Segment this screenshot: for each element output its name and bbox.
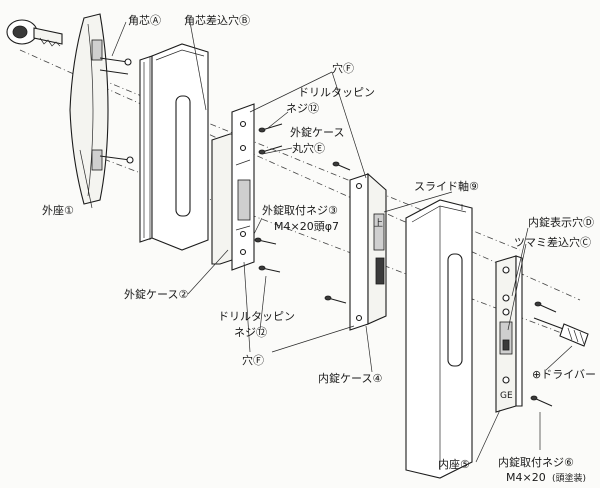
label-inner-mount-screw-note: (頭塗装) (552, 472, 586, 484)
label-outer-mount-screw: 外錠取付ネジ③ (262, 203, 338, 217)
key-illustration (6, 19, 63, 47)
svg-text:上: 上 (374, 218, 383, 229)
label-hole-f-bottom: 穴Ⓕ (242, 353, 264, 367)
inner-case-part: 上 (349, 172, 387, 331)
screws-group (254, 123, 351, 304)
label-outer-mount-screw-spec: M4×20頭φ7 (274, 220, 339, 233)
label-drill-screw-bottom-num: ネジ⑫ (234, 326, 267, 339)
label-inner-case: 内錠ケース④ (318, 371, 382, 385)
label-drill-screw-top: ドリルタッピン (298, 86, 375, 99)
inner-door-frame-profile (405, 199, 473, 479)
label-outer-seat: 外座① (42, 203, 74, 217)
label-outer-case: 外錠ケース② (124, 287, 188, 301)
label-driver: ⊕ドライバー (532, 368, 596, 381)
leader-lines (79, 21, 573, 463)
screwdriver-illustration (530, 301, 589, 407)
svg-text:GE: GE (500, 391, 513, 401)
label-outer-case-hole: 外錠ケース (290, 125, 344, 139)
label-kakushin: 角芯Ⓐ (128, 13, 161, 27)
label-kakushin-hole: 角芯差込穴Ⓑ (184, 13, 250, 27)
part-labels: 角芯Ⓐ 角芯差込穴Ⓑ 外座① 外錠ケース② 外錠取付ネジ③ M4×20頭φ7 ド… (42, 13, 596, 484)
label-outer-case-hole-e: 丸穴Ⓔ (292, 141, 325, 155)
inner-seat-part: GE (495, 255, 523, 413)
label-knob-hole: ツマミ差込穴Ⓒ (514, 235, 591, 249)
outer-case-part (211, 103, 255, 271)
label-drill-screw-top-num: ネジ⑫ (286, 102, 319, 115)
label-slide-shaft: スライド軸⑨ (414, 179, 479, 193)
label-inner-seat: 内座⑤ (438, 457, 470, 471)
label-hole-f-top: 穴Ⓕ (332, 61, 354, 75)
label-drill-screw-bottom: ドリルタッピン (218, 310, 295, 323)
outer-seat-part (69, 13, 134, 205)
door-frame-profile (139, 43, 209, 251)
label-indicator-hole: 内錠表示穴Ⓓ (528, 215, 594, 229)
label-inner-mount-screw-spec: M4×20 (506, 471, 546, 484)
label-inner-mount-screw: 内錠取付ネジ⑥ (498, 455, 574, 469)
